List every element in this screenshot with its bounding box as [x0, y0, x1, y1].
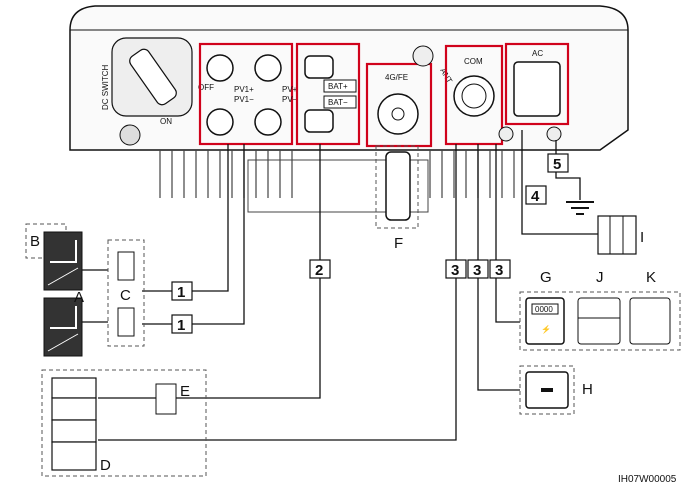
module-f-box — [375, 145, 419, 229]
pv-module-1 — [43, 231, 83, 291]
cable-tag-3a — [445, 259, 467, 279]
pv2-minus-label: PV− — [282, 95, 298, 104]
device-j — [577, 297, 621, 345]
meter-group — [519, 291, 681, 351]
dc-switch-group-c — [107, 239, 145, 347]
callout-j: J — [596, 269, 604, 286]
dc-off-label: OFF — [198, 83, 214, 92]
callout-i: I — [640, 229, 644, 246]
device-h-box — [519, 365, 575, 415]
callout-g: G — [540, 269, 552, 286]
device-k — [629, 297, 671, 345]
dc-breaker-1[interactable] — [117, 251, 135, 281]
cable-tag-3c — [489, 259, 511, 279]
cable-tags — [171, 153, 569, 334]
com-label: COM — [464, 57, 483, 66]
callout-e: E — [180, 383, 190, 400]
wire-com-battery — [98, 144, 457, 441]
figure-code: IH07W00005 — [618, 474, 677, 485]
callout-d: D — [100, 457, 111, 474]
cable-tag-3b — [467, 259, 489, 279]
inverter: DC SWITCH OFF ON PV1+ PV1− PV+ PV− BAT+ … — [69, 5, 629, 213]
fe-4g-label: 4G/FE — [385, 73, 408, 82]
bat-minus-label: BAT− — [328, 98, 348, 107]
fe-4g-port-core — [391, 107, 405, 121]
cable-num-4: 4 — [531, 188, 540, 205]
dc-on-label: ON — [160, 117, 172, 126]
antenna-port[interactable] — [412, 45, 434, 67]
pv-module-2 — [43, 297, 83, 357]
battery-stack — [51, 377, 97, 471]
pv1-plus-connector[interactable] — [206, 54, 234, 82]
wire-battery — [176, 144, 321, 399]
battery-group-d — [41, 369, 207, 477]
wire-pv1 — [142, 144, 229, 292]
callout-h: H — [582, 381, 593, 398]
smart-dongle[interactable] — [385, 151, 411, 221]
bat-plus-tag — [323, 79, 357, 93]
device-h-indicator — [541, 388, 553, 392]
bat-plus-label: BAT+ — [328, 82, 348, 91]
cable-num-2: 2 — [315, 262, 323, 279]
com-port-core — [461, 83, 487, 109]
mounting-bracket — [247, 159, 429, 213]
wire-com-g — [495, 144, 520, 323]
battery-switch-e[interactable] — [155, 383, 177, 415]
battery-terminal-box — [295, 42, 361, 146]
cable-num-1b: 1 — [177, 317, 185, 334]
pv1-minus-connector[interactable] — [206, 108, 234, 136]
ground-screw — [546, 126, 562, 142]
ac-connector[interactable] — [513, 61, 561, 117]
wiring — [80, 130, 598, 441]
ac-breaker[interactable] — [597, 215, 637, 255]
ac-terminal-box — [504, 42, 570, 126]
cable-num-3c: 3 — [495, 262, 503, 279]
wire-ac — [521, 130, 598, 235]
lightning-icon: ⚡ — [541, 324, 551, 334]
cable-tag-1a — [171, 281, 193, 301]
cable-tag-1b — [171, 314, 193, 334]
wire-pv2 — [142, 144, 245, 325]
callout-a: A — [74, 289, 84, 306]
dc-breaker-2[interactable] — [117, 307, 135, 337]
callout-c: C — [120, 287, 131, 304]
callout-b: B — [30, 233, 40, 250]
pv2-minus-connector[interactable] — [254, 108, 282, 136]
pressure-valve — [119, 124, 141, 146]
pv2-plus-label: PV+ — [282, 85, 298, 94]
pv-terminal-box — [198, 42, 294, 146]
callout-f: F — [394, 235, 403, 252]
earth-ground-icon — [566, 201, 594, 215]
com-port-box — [444, 44, 504, 146]
cable-num-3b: 3 — [473, 262, 481, 279]
pv1-minus-label: PV1− — [234, 95, 254, 104]
cable-num-3a: 3 — [451, 262, 459, 279]
bat-minus-connector[interactable] — [304, 109, 334, 133]
meter-display — [531, 303, 559, 315]
cable-tag-5 — [547, 153, 569, 173]
pv1-plus-label: PV1+ — [234, 85, 254, 94]
meter-display-text: 0000 — [535, 305, 553, 314]
cable-tag-2 — [309, 259, 331, 279]
cable-num-1a: 1 — [177, 284, 185, 301]
callout-k: K — [646, 269, 656, 286]
dc-switch-knob[interactable] — [127, 47, 178, 107]
pv2-plus-connector[interactable] — [254, 54, 282, 82]
ac-label: AC — [532, 49, 543, 58]
heat-sink-fins — [159, 150, 515, 198]
bat-minus-tag — [323, 95, 357, 109]
cable-num-5: 5 — [553, 156, 561, 173]
cable-tag-4 — [525, 185, 547, 205]
dc-switch-label: DC SWITCH — [101, 64, 110, 110]
bat-plus-connector[interactable] — [304, 55, 334, 79]
wire-com-h — [477, 144, 520, 391]
ground-screw-2 — [498, 126, 514, 142]
